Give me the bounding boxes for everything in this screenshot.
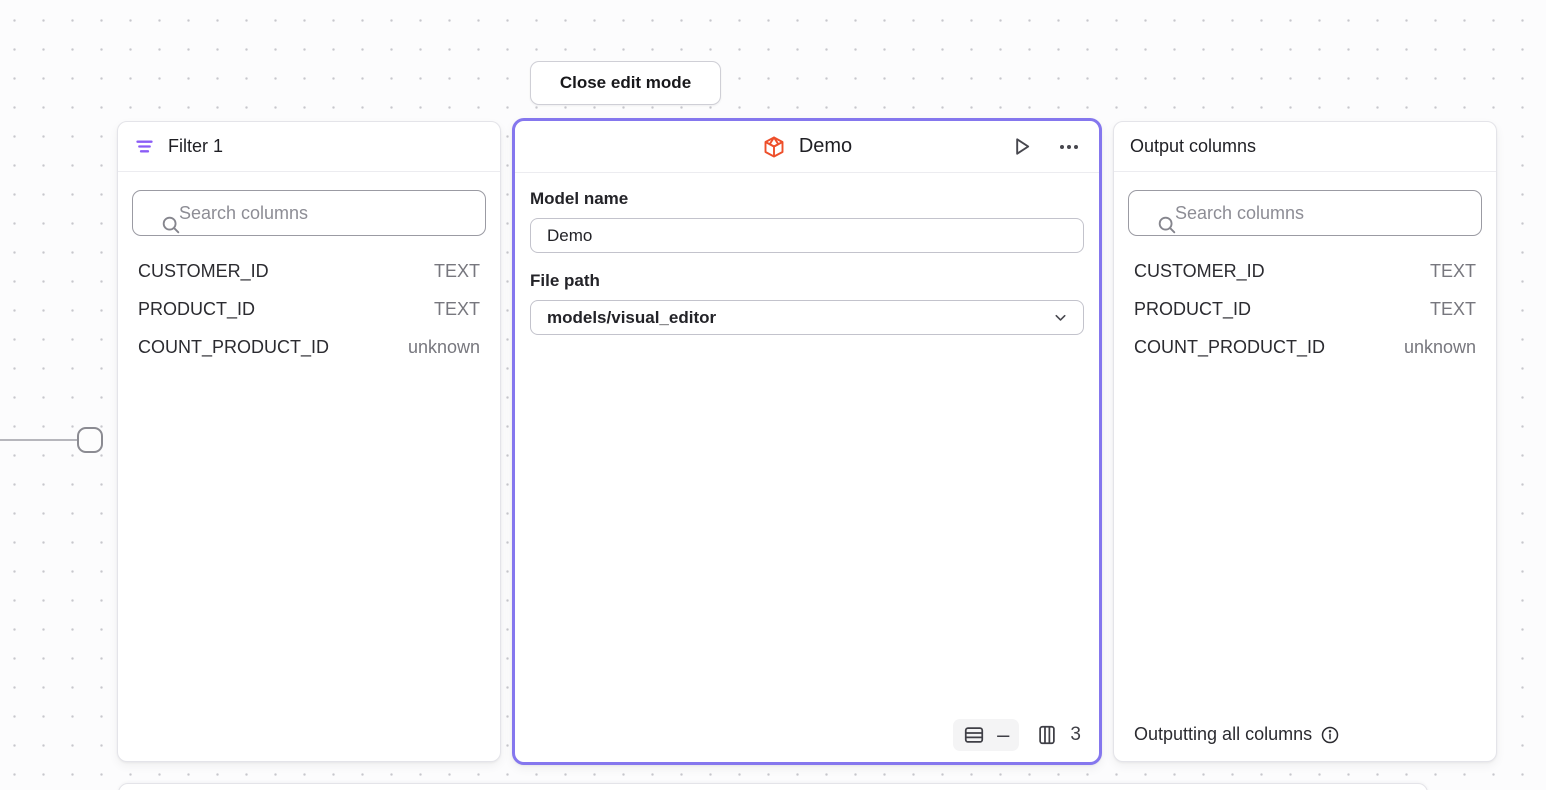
table-columns-icon	[1036, 724, 1058, 746]
filter-node-title: Filter 1	[168, 136, 224, 156]
row-count-value: –	[997, 722, 1010, 747]
column-row: CUSTOMER_ID TEXT	[1120, 252, 1490, 290]
play-icon	[1010, 135, 1033, 158]
column-type: TEXT	[1429, 261, 1476, 281]
column-name: CUSTOMER_ID	[1134, 261, 1265, 281]
model-node-selected[interactable]: Demo	[512, 118, 1102, 765]
model-name-label: Model name	[530, 189, 629, 208]
filter-search-input[interactable]	[132, 190, 486, 236]
output-column-list: CUSTOMER_ID TEXT PRODUCT_ID TEXT COUNT_P…	[1114, 246, 1496, 366]
output-footer-label: Outputting all columns	[1134, 724, 1313, 744]
column-row: COUNT_PRODUCT_ID unknown	[1120, 328, 1490, 366]
column-count-group: 3	[1036, 724, 1081, 746]
close-edit-mode-button[interactable]: Close edit mode	[530, 61, 721, 105]
file-path-select[interactable]: models/visual_editor	[530, 300, 1084, 335]
output-footer: Outputting all columns	[1114, 711, 1496, 761]
output-panel-header: Output columns	[1114, 122, 1496, 172]
column-type: unknown	[407, 337, 480, 357]
column-type: TEXT	[433, 299, 480, 319]
column-name: PRODUCT_ID	[1134, 299, 1252, 319]
column-type: TEXT	[1429, 299, 1476, 319]
column-row: CUSTOMER_ID TEXT	[124, 252, 494, 290]
filter-icon	[134, 136, 155, 157]
output-columns-panel[interactable]: Output columns CUSTOMER_ID TEXT PRODUCT_…	[1113, 121, 1497, 762]
model-node-header[interactable]: Demo	[515, 121, 1099, 173]
more-options-button[interactable]	[1055, 133, 1083, 161]
info-icon[interactable]	[1320, 725, 1340, 745]
filter-node-header[interactable]: Filter 1	[118, 122, 500, 172]
model-node-title: Demo	[798, 135, 853, 157]
column-type: TEXT	[433, 261, 480, 281]
column-row: COUNT_PRODUCT_ID unknown	[124, 328, 494, 366]
column-name: COUNT_PRODUCT_ID	[1134, 337, 1326, 357]
model-name-input[interactable]	[530, 218, 1084, 253]
row-count-button[interactable]: –	[953, 719, 1020, 751]
filter-column-list: CUSTOMER_ID TEXT PRODUCT_ID TEXT COUNT_P…	[118, 246, 500, 366]
output-search-input[interactable]	[1128, 190, 1482, 236]
connector-handle[interactable]	[77, 427, 103, 453]
column-row: PRODUCT_ID TEXT	[124, 290, 494, 328]
column-name: COUNT_PRODUCT_ID	[138, 337, 330, 357]
filter-node[interactable]: Filter 1 CUSTOMER_ID TEXT PRODUCT_ID TEX…	[117, 121, 501, 762]
column-count-value: 3	[1070, 724, 1081, 745]
results-drawer[interactable]	[118, 783, 1428, 790]
file-path-label: File path	[530, 271, 600, 290]
ellipsis-icon	[1057, 135, 1081, 159]
model-cube-icon	[762, 135, 786, 159]
connector-edge	[0, 439, 78, 441]
column-name: CUSTOMER_ID	[138, 261, 269, 281]
file-path-value: models/visual_editor	[547, 307, 717, 327]
output-panel-title: Output columns	[1130, 136, 1257, 156]
column-type: unknown	[1403, 337, 1476, 357]
chevron-down-icon	[1052, 309, 1069, 326]
table-rows-icon	[963, 724, 985, 746]
column-row: PRODUCT_ID TEXT	[1120, 290, 1490, 328]
run-model-button[interactable]	[1008, 133, 1035, 160]
column-name: PRODUCT_ID	[138, 299, 256, 319]
